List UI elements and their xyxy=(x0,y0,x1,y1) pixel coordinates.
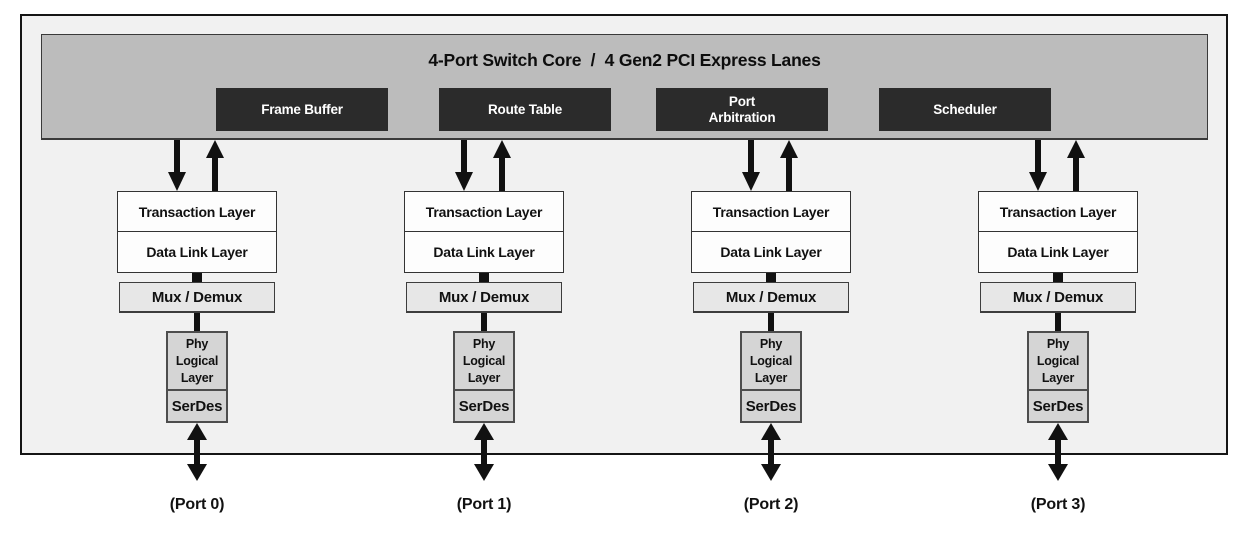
module-frame-buffer: Frame Buffer xyxy=(216,88,388,131)
transaction-layer-box: Transaction Layer xyxy=(118,192,276,232)
layer-stack-box: Transaction Layer Data Link Layer xyxy=(978,191,1138,273)
core-link-arrows xyxy=(117,140,277,191)
phy-serdes-box: Phy Logical Layer SerDes xyxy=(740,331,802,423)
down-arrow-icon xyxy=(168,140,186,191)
down-arrow-icon xyxy=(742,140,760,191)
data-link-layer-box: Data Link Layer xyxy=(433,244,535,260)
port-label: (Port 3) xyxy=(1030,496,1086,513)
port-label: (Port 2) xyxy=(743,496,799,513)
layer-mux-connector xyxy=(479,273,489,282)
mux-phy-connector xyxy=(194,313,200,331)
phy-logical-layer-box: Phy Logical Layer xyxy=(168,333,226,391)
up-arrow-icon xyxy=(206,140,224,191)
port-column-0: Transaction Layer Data Link Layer Mux / … xyxy=(117,140,277,514)
module-scheduler: Scheduler xyxy=(879,88,1051,131)
bidirectional-arrow-icon xyxy=(187,423,207,481)
transaction-layer-box: Transaction Layer xyxy=(405,192,563,232)
mux-demux-box: Mux / Demux xyxy=(980,282,1136,313)
up-arrow-icon xyxy=(493,140,511,191)
switch-core-bar: 4-Port Switch Core / 4 Gen2 PCI Express … xyxy=(41,34,1208,140)
layer-mux-connector xyxy=(192,273,202,282)
core-link-arrows xyxy=(978,140,1138,191)
port-label: (Port 1) xyxy=(456,496,512,513)
down-arrow-icon xyxy=(455,140,473,191)
up-arrow-icon xyxy=(1067,140,1085,191)
mux-demux-box: Mux / Demux xyxy=(693,282,849,313)
phy-logical-layer-box: Phy Logical Layer xyxy=(742,333,800,391)
data-link-layer-box: Data Link Layer xyxy=(1007,244,1109,260)
up-arrow-icon xyxy=(780,140,798,191)
bidirectional-arrow-icon xyxy=(474,423,494,481)
module-port-arbitration: Port Arbitration xyxy=(656,88,828,131)
mux-phy-connector xyxy=(481,313,487,331)
port-column-3: Transaction Layer Data Link Layer Mux / … xyxy=(978,140,1138,514)
mux-phy-connector xyxy=(1055,313,1061,331)
mux-demux-box: Mux / Demux xyxy=(406,282,562,313)
mux-phy-connector xyxy=(768,313,774,331)
transaction-layer-box: Transaction Layer xyxy=(692,192,850,232)
serdes-box: SerDes xyxy=(1032,397,1084,415)
serdes-box: SerDes xyxy=(458,397,510,415)
layer-stack-box: Transaction Layer Data Link Layer xyxy=(404,191,564,273)
port-label: (Port 0) xyxy=(169,496,225,513)
port-column-1: Transaction Layer Data Link Layer Mux / … xyxy=(404,140,564,514)
module-route-table: Route Table xyxy=(439,88,611,131)
data-link-layer-box: Data Link Layer xyxy=(720,244,822,260)
layer-mux-connector xyxy=(766,273,776,282)
phy-serdes-box: Phy Logical Layer SerDes xyxy=(1027,331,1089,423)
mux-demux-box: Mux / Demux xyxy=(119,282,275,313)
core-link-arrows xyxy=(404,140,564,191)
data-link-layer-box: Data Link Layer xyxy=(146,244,248,260)
serdes-box: SerDes xyxy=(745,397,797,415)
core-bar-title: 4-Port Switch Core / 4 Gen2 PCI Express … xyxy=(428,50,821,70)
bidirectional-arrow-icon xyxy=(1048,423,1068,481)
phy-serdes-box: Phy Logical Layer SerDes xyxy=(453,331,515,423)
serdes-box: SerDes xyxy=(171,397,223,415)
core-link-arrows xyxy=(691,140,851,191)
transaction-layer-box: Transaction Layer xyxy=(979,192,1137,232)
layer-mux-connector xyxy=(1053,273,1063,282)
port-column-2: Transaction Layer Data Link Layer Mux / … xyxy=(691,140,851,514)
phy-logical-layer-box: Phy Logical Layer xyxy=(455,333,513,391)
layer-stack-box: Transaction Layer Data Link Layer xyxy=(117,191,277,273)
down-arrow-icon xyxy=(1029,140,1047,191)
phy-logical-layer-box: Phy Logical Layer xyxy=(1029,333,1087,391)
bidirectional-arrow-icon xyxy=(761,423,781,481)
phy-serdes-box: Phy Logical Layer SerDes xyxy=(166,331,228,423)
layer-stack-box: Transaction Layer Data Link Layer xyxy=(691,191,851,273)
